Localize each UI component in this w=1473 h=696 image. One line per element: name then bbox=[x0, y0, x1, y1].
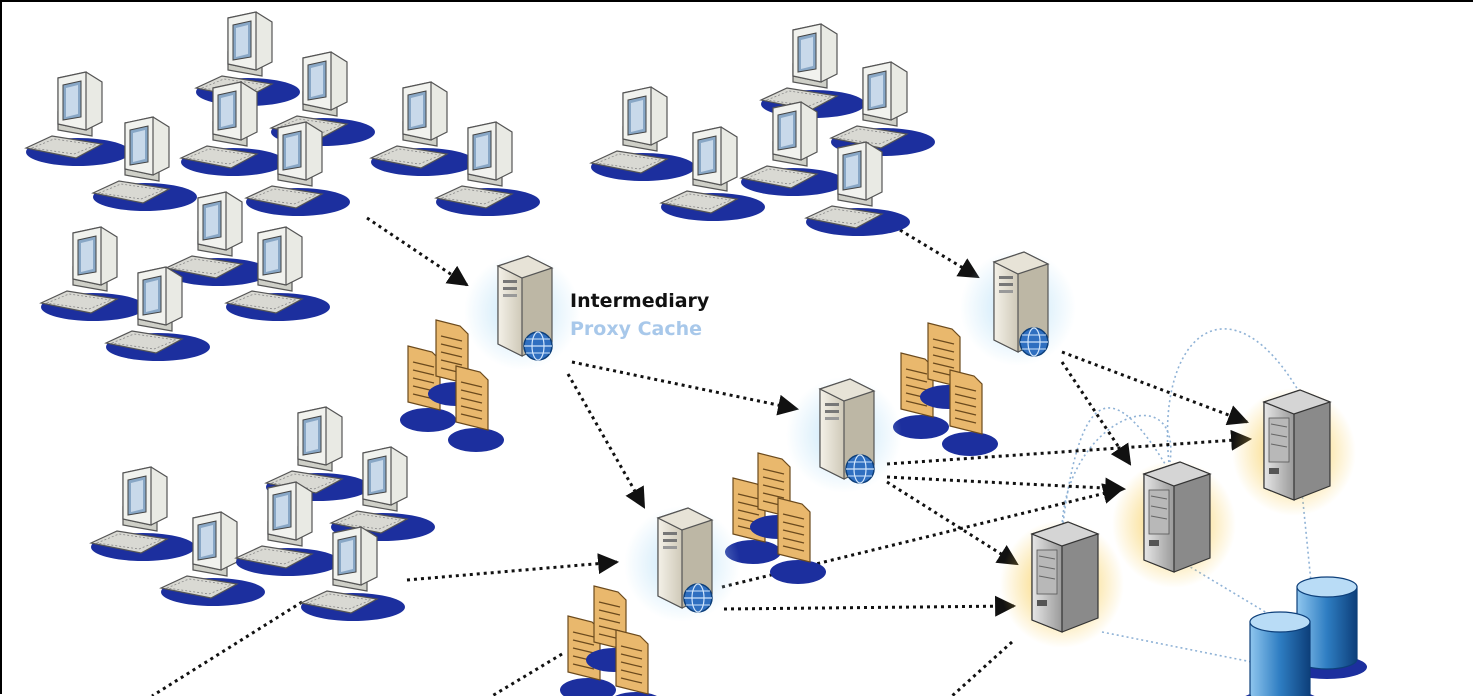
proxy-server-icon bbox=[959, 249, 1077, 367]
proxy-server-icon bbox=[623, 505, 741, 623]
document-stack-icon bbox=[941, 369, 999, 457]
rack-server-icon bbox=[999, 519, 1125, 649]
proxy-cache-label: Proxy Cache bbox=[570, 318, 703, 340]
desktop-computer-icon bbox=[40, 226, 146, 322]
traffic-arrows bbox=[151, 216, 1253, 696]
document-stack-icon bbox=[769, 497, 827, 585]
client-cluster-top-right bbox=[590, 23, 936, 237]
desktop-computer-icon bbox=[300, 526, 406, 622]
proxy-server-icon bbox=[785, 376, 903, 494]
rack-server-icon bbox=[1231, 387, 1357, 517]
desktop-computer-icon bbox=[760, 23, 866, 119]
client-cluster-bottom-left bbox=[90, 406, 436, 622]
intermediary-label: Intermediary bbox=[570, 290, 710, 312]
rack-server-icon bbox=[1111, 459, 1237, 589]
desktop-computer-icon bbox=[590, 86, 696, 182]
client-cluster-left bbox=[25, 11, 541, 362]
proxy-server-icon bbox=[463, 253, 581, 371]
desktop-computer-icon bbox=[370, 81, 476, 177]
desktop-computer-icon bbox=[92, 116, 198, 212]
document-stack-icon bbox=[447, 365, 505, 453]
document-stack-icon bbox=[607, 629, 665, 696]
database-icon bbox=[1239, 611, 1321, 696]
cached-documents bbox=[399, 319, 999, 696]
desktop-computer-icon bbox=[25, 71, 131, 167]
databases bbox=[1239, 576, 1368, 696]
desktop-computer-icon bbox=[90, 466, 196, 562]
